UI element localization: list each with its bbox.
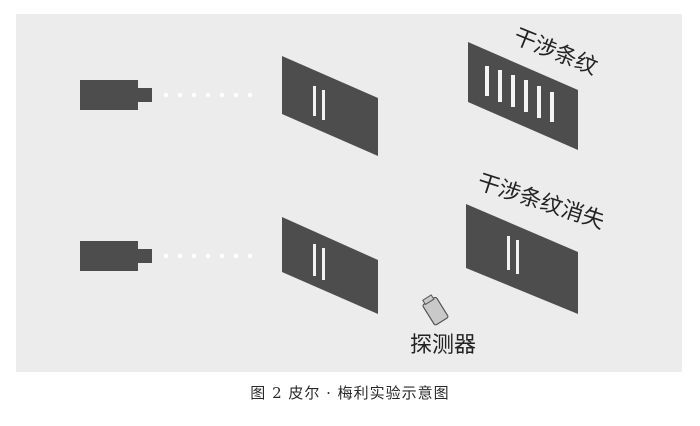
beam-dot: [205, 253, 211, 259]
beam-dot: [191, 92, 197, 98]
slit-image: [507, 236, 510, 270]
gun-nozzle: [138, 249, 152, 263]
slit: [313, 86, 316, 116]
beam-dot: [219, 92, 225, 98]
beam-dot: [247, 253, 253, 259]
beam-dot: [233, 253, 239, 259]
beam-dot: [163, 253, 169, 259]
fringe: [550, 92, 554, 122]
gun-body: [80, 241, 138, 271]
gun-nozzle: [138, 88, 152, 102]
beam-dot: [177, 92, 183, 98]
detector-tip: [422, 294, 435, 306]
fringe: [485, 66, 489, 96]
top-beam: [163, 92, 253, 98]
beam-dot: [233, 92, 239, 98]
slit-plate: [282, 56, 378, 156]
beam-dot: [163, 92, 169, 98]
fringe: [524, 80, 528, 112]
slit: [322, 248, 325, 280]
slit: [322, 90, 325, 120]
slit-image: [516, 240, 519, 274]
slit-plate: [282, 217, 378, 314]
beam-dot: [205, 92, 211, 98]
fringe: [511, 75, 515, 107]
top-setup: 干涉条纹: [80, 24, 601, 156]
bottom-screen: [466, 204, 578, 314]
bottom-setup: 干涉条纹消失 探测器: [80, 170, 607, 358]
beam-dot: [177, 253, 183, 259]
fringe: [537, 86, 541, 118]
bottom-double-slit-plate: [282, 217, 378, 314]
detector-label: 探测器: [410, 333, 476, 358]
figure-panel: [16, 14, 682, 372]
screen: [466, 204, 578, 314]
top-electron-gun: [80, 80, 152, 110]
screen: [468, 42, 578, 150]
beam-dot: [219, 253, 225, 259]
bottom-electron-gun: [80, 241, 152, 271]
slit: [313, 244, 316, 276]
beam-dot: [191, 253, 197, 259]
top-double-slit-plate: [282, 56, 378, 156]
detector: [422, 294, 449, 326]
beam-dot: [247, 92, 253, 98]
top-screen: [468, 42, 578, 150]
figure-caption: 图 2 皮尔 · 梅利实验示意图: [250, 384, 450, 402]
bottom-beam: [163, 253, 253, 259]
gun-body: [80, 80, 138, 110]
fringe: [498, 70, 502, 102]
